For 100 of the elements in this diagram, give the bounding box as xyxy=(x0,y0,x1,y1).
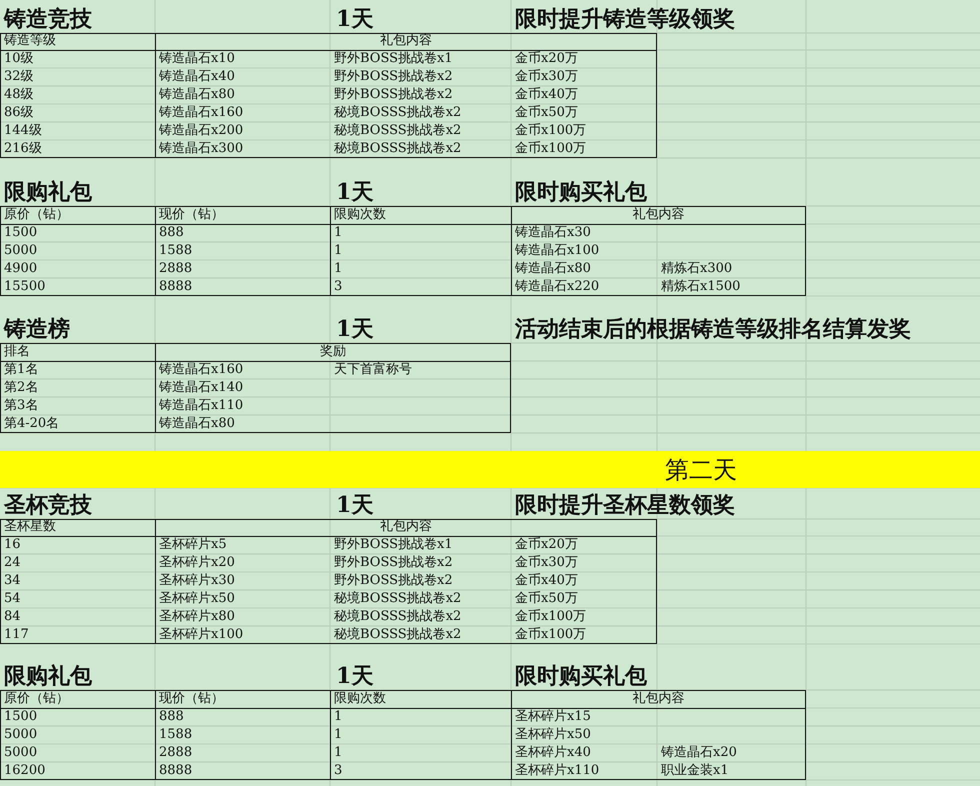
table-cell-text: 16 xyxy=(3,536,22,554)
table-cell-text: 1 xyxy=(333,744,344,762)
table-cell-text: 圣杯碎片x40 xyxy=(514,744,592,762)
duration-text: 1天 xyxy=(335,178,374,204)
table-cell-text: 1 xyxy=(333,224,344,242)
table-cell-text: 铸造晶石x20 xyxy=(660,744,738,762)
table-cell-text: 16200 xyxy=(3,762,46,780)
column-header: 原价（钻） xyxy=(3,690,70,708)
table-cell-text: 第2名 xyxy=(3,379,40,397)
table-cell-text: 精炼石x1500 xyxy=(660,278,742,296)
table-cell-text: 86级 xyxy=(3,104,35,122)
section-title: 铸造榜 xyxy=(2,316,71,341)
table-cell-text: 第4-20名 xyxy=(3,415,60,433)
table-cell-text: 1500 xyxy=(3,708,38,726)
table-cell-text: 第3名 xyxy=(3,397,40,415)
duration-text: 1天 xyxy=(335,4,374,31)
table-cell-text: 1 xyxy=(333,726,344,744)
column-header: 礼包内容 xyxy=(632,690,686,708)
table-cell-text: 144级 xyxy=(3,122,43,140)
duration-text: 1天 xyxy=(335,662,374,688)
table-cell-text: 15500 xyxy=(3,278,46,296)
section-title: 铸造竞技 xyxy=(2,4,93,31)
table-cell-text: 秘境BOSSS挑战卷x2 xyxy=(333,140,462,158)
table-cell-text: 1588 xyxy=(158,726,194,744)
table-cell-text: 铸造晶石x220 xyxy=(514,278,600,296)
column-header: 限购次数 xyxy=(333,206,387,224)
table-cell-text: 1588 xyxy=(158,242,194,260)
table-cell-text: 铸造晶石x80 xyxy=(158,86,236,104)
table-cell-text: 1 xyxy=(333,260,344,278)
table-cell-text: 10级 xyxy=(3,50,35,68)
table-cell-text: 24 xyxy=(3,554,22,572)
table-cell-text: 职业金装x1 xyxy=(660,762,730,780)
table-cell-text: 圣杯碎片x30 xyxy=(158,572,236,590)
table-cell-text: 野外BOSS挑战卷x1 xyxy=(333,50,454,68)
table-cell-text: 铸造晶石x80 xyxy=(158,415,236,433)
table-cell-text: 铸造晶石x200 xyxy=(158,122,244,140)
column-header: 现价（钻） xyxy=(158,206,225,224)
section-note: 活动结束后的根据铸造等级排名结算发奖 xyxy=(514,316,912,341)
table-cell-text: 1 xyxy=(333,708,344,726)
table-cell-text: 金币x40万 xyxy=(514,572,579,590)
section-note: 限时提升铸造等级领奖 xyxy=(514,4,736,31)
table-cell-text: 野外BOSS挑战卷x2 xyxy=(333,554,454,572)
table-cell-text: 铸造晶石x80 xyxy=(514,260,592,278)
table-cell-text: 圣杯碎片x15 xyxy=(514,708,592,726)
column-header: 铸造等级 xyxy=(3,33,57,50)
table-cell-text: 铸造晶石x300 xyxy=(158,140,244,158)
table-cell-text: 4900 xyxy=(3,260,38,278)
table-cell-text: 84 xyxy=(3,608,22,626)
column-header: 奖励 xyxy=(319,343,347,361)
section-note: 限时购买礼包 xyxy=(514,662,648,688)
table-cell-text: 圣杯碎片x50 xyxy=(514,726,592,744)
table-cell-text: 铸造晶石x160 xyxy=(158,104,244,122)
table-cell-text: 金币x40万 xyxy=(514,86,579,104)
table-cell-text: 铸造晶石x100 xyxy=(514,242,600,260)
table-cell-text: 金币x30万 xyxy=(514,554,579,572)
table-cell-text: 精炼石x300 xyxy=(660,260,734,278)
table-cell-text: 铸造晶石x10 xyxy=(158,50,236,68)
table-cell-text: 金币x100万 xyxy=(514,626,588,644)
table-cell-text: 圣杯碎片x100 xyxy=(158,626,244,644)
column-header: 限购次数 xyxy=(333,690,387,708)
table-cell-text: 金币x100万 xyxy=(514,140,588,158)
table-cell-text: 金币x20万 xyxy=(514,50,579,68)
table-cell-text: 34 xyxy=(3,572,22,590)
table-cell-text: 野外BOSS挑战卷x2 xyxy=(333,86,454,104)
table-cell-text: 圣杯碎片x20 xyxy=(158,554,236,572)
table-cell-text: 第1名 xyxy=(3,361,40,379)
section-title: 限购礼包 xyxy=(3,178,93,204)
table-cell-text: 秘境BOSSS挑战卷x2 xyxy=(333,626,462,644)
table-cell-text: 117 xyxy=(3,626,30,644)
table-cell-text: 1 xyxy=(333,242,344,260)
table-cell-text: 铸造晶石x30 xyxy=(514,224,592,242)
table-cell-text: 铸造晶石x160 xyxy=(158,361,244,379)
column-header: 排名 xyxy=(3,343,31,361)
table-cell-text: 秘境BOSSS挑战卷x2 xyxy=(333,590,462,608)
table-cell-text: 5000 xyxy=(3,744,38,762)
table-cell-text: 金币x30万 xyxy=(514,68,579,86)
table-cell-text: 金币x100万 xyxy=(514,122,588,140)
column-header: 礼包内容 xyxy=(379,519,433,536)
table-cell-text: 8888 xyxy=(158,762,194,780)
table-cell-text: 5000 xyxy=(3,726,38,744)
table-cell-text: 圣杯碎片x110 xyxy=(514,762,600,780)
section-note: 限时提升圣杯星数领奖 xyxy=(514,490,736,517)
table-cell-text: 金币x50万 xyxy=(514,104,579,122)
table-cell-text: 888 xyxy=(158,708,185,726)
table-cell-text: 秘境BOSSS挑战卷x2 xyxy=(333,608,462,626)
table-cell-text: 3 xyxy=(333,278,344,296)
table-cell-text: 铸造晶石x40 xyxy=(158,68,236,86)
table-cell-text: 铸造晶石x140 xyxy=(158,379,244,397)
table-cell-text: 金币x50万 xyxy=(514,590,579,608)
duration-text: 1天 xyxy=(335,316,374,341)
column-header: 原价（钻） xyxy=(3,206,70,224)
table-cell-text: 铸造晶石x110 xyxy=(158,397,244,415)
section-title: 限购礼包 xyxy=(3,662,93,688)
section-title: 圣杯竞技 xyxy=(2,490,93,517)
table-cell-text: 216级 xyxy=(3,140,43,158)
section-note: 限时购买礼包 xyxy=(514,178,648,204)
table-cell-text: 54 xyxy=(3,590,22,608)
table-cell-text: 2888 xyxy=(158,260,194,278)
table-cell-text: 圣杯碎片x5 xyxy=(158,536,228,554)
table-cell-text: 秘境BOSSS挑战卷x2 xyxy=(333,104,462,122)
